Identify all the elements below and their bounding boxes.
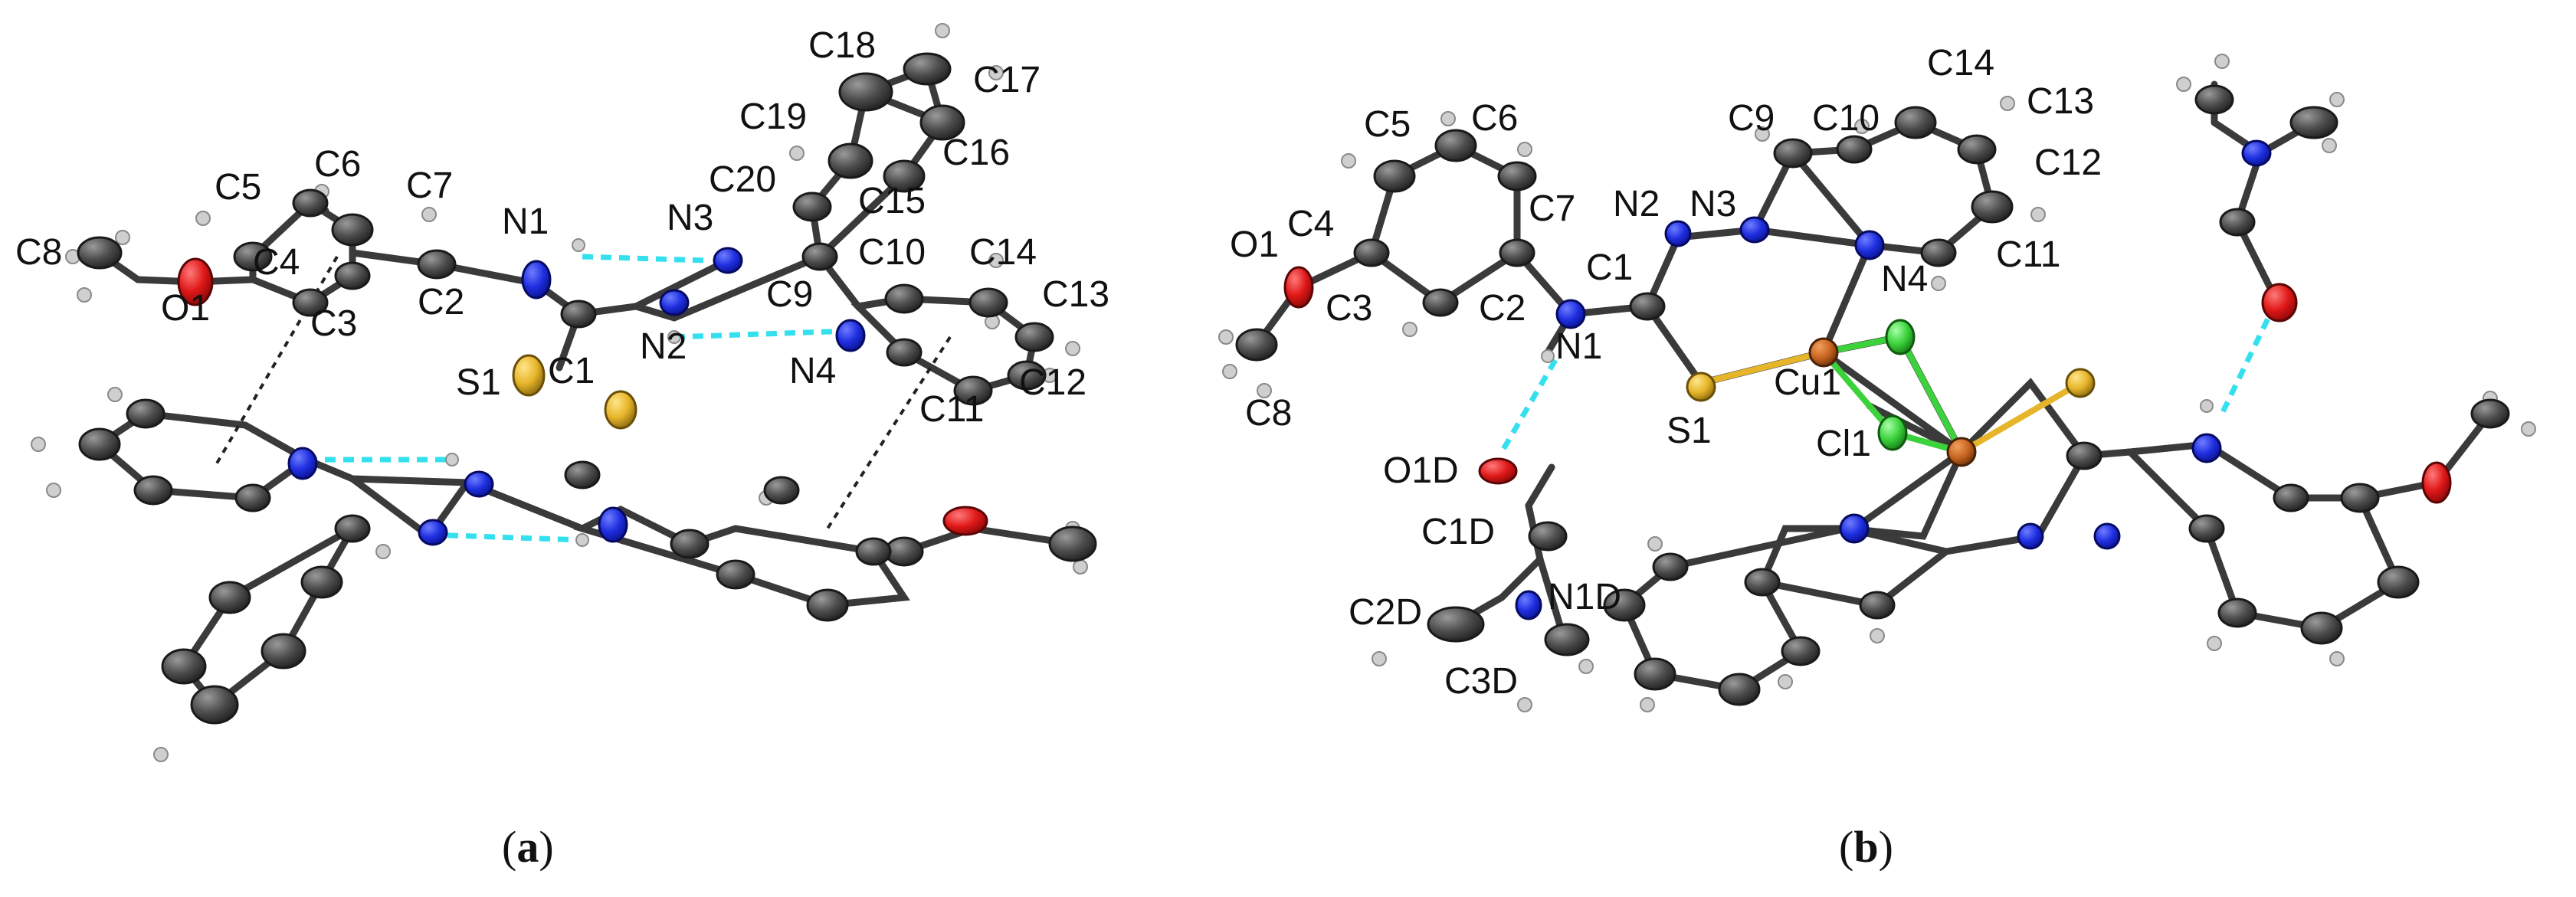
panel-a-carbons bbox=[77, 52, 1097, 725]
panel-b-atom-N-lower-py bbox=[1839, 513, 1870, 544]
label-C11: C11 bbox=[1996, 234, 2061, 275]
label-C15: C15 bbox=[858, 181, 926, 221]
panel-b-atom-N1D bbox=[1515, 590, 1542, 620]
label-C1: C1 bbox=[1586, 247, 1633, 288]
panel-a-atom-N-lower-c bbox=[598, 506, 628, 543]
label-C6: C6 bbox=[1471, 98, 1518, 139]
panel-a-caption: (a) bbox=[502, 822, 554, 872]
label-C14: C14 bbox=[969, 232, 1037, 273]
label-N2: N2 bbox=[1613, 184, 1660, 224]
panel-b-atom-N3 bbox=[1739, 216, 1770, 244]
label-N4: N4 bbox=[1881, 259, 1928, 300]
panel-a-oxygen-lower bbox=[942, 506, 988, 536]
panel-a-atom-N2 bbox=[659, 289, 690, 316]
panel-a-atom-N-lower-b bbox=[418, 519, 448, 546]
label-C8: C8 bbox=[1245, 393, 1292, 434]
label-C12: C12 bbox=[2034, 142, 2102, 183]
panel-a-atom-N3 bbox=[713, 247, 743, 274]
label-O1: O1 bbox=[1230, 224, 1279, 265]
label-C2D: C2D bbox=[1349, 592, 1422, 633]
panel-a-atom-N-lower-a bbox=[464, 470, 494, 498]
panel-b-atom-Cu-lower bbox=[1946, 437, 1977, 467]
label-C5: C5 bbox=[1364, 104, 1411, 145]
label-C3D: C3D bbox=[1444, 661, 1518, 702]
label-N3: N3 bbox=[667, 198, 713, 238]
label-C9: C9 bbox=[1728, 98, 1775, 139]
label-C3: C3 bbox=[310, 303, 357, 344]
panel-b-atom-N-lower-b bbox=[2093, 522, 2121, 550]
label-C8: C8 bbox=[15, 232, 62, 273]
panel-b-atom-O-right bbox=[2261, 283, 2298, 322]
panel-a-labels: C18 C17 C19 C16 C5 C6 C7 C20 C15 N1 N3 C… bbox=[15, 25, 1109, 430]
panel-b-caption: (b) bbox=[1839, 822, 1893, 872]
label-C19: C19 bbox=[739, 97, 807, 137]
panel-b-atom-N-lower-c bbox=[2191, 433, 2222, 463]
label-C13: C13 bbox=[2027, 81, 2094, 122]
panel-b-atom-N2 bbox=[1664, 220, 1692, 247]
panel-b-labels: C5 C6 C14 C13 C9 C10 C12 C4 N2 N3 O1 C7 … bbox=[1230, 43, 2102, 702]
label-N1D: N1D bbox=[1548, 577, 1621, 617]
panel-a-atom-S1 bbox=[512, 354, 546, 397]
panel-b-carbons bbox=[1235, 84, 2510, 706]
panel-b-atom-O-methoxy bbox=[2421, 461, 2452, 504]
label-C1: C1 bbox=[548, 351, 595, 391]
label-Cl1: Cl1 bbox=[1816, 424, 1871, 464]
label-N4: N4 bbox=[789, 351, 836, 391]
panel-b-atom-N-dmf-right bbox=[2241, 139, 2272, 167]
label-N1: N1 bbox=[1555, 326, 1602, 367]
panel-b-atom-Cl-upper bbox=[1885, 319, 1916, 355]
label-C2: C2 bbox=[1479, 288, 1526, 329]
panel-b-atom-Cl1 bbox=[1877, 414, 1908, 451]
label-O1: O1 bbox=[161, 288, 210, 329]
label-C1D: C1D bbox=[1421, 512, 1495, 552]
label-C3: C3 bbox=[1326, 288, 1372, 329]
label-C9: C9 bbox=[766, 274, 813, 315]
label-Cu1: Cu1 bbox=[1774, 362, 1841, 403]
panel-a-atom-S-lower bbox=[604, 390, 637, 430]
label-C18: C18 bbox=[808, 25, 876, 66]
panel-a-oxygen-upper bbox=[177, 257, 214, 306]
panel-b-atom-N4 bbox=[1854, 230, 1885, 260]
label-C7: C7 bbox=[406, 165, 453, 206]
panel-b-atom-S-lower bbox=[2065, 368, 2096, 398]
label-C10: C10 bbox=[858, 232, 926, 273]
panel-a: C18 C17 C19 C16 C5 C6 C7 C20 C15 N1 N3 C… bbox=[15, 23, 1109, 872]
label-C20: C20 bbox=[709, 159, 776, 200]
panel-b-atom-O1 bbox=[1283, 266, 1314, 309]
panel-b-atom-O1D bbox=[1478, 457, 1518, 485]
label-C6: C6 bbox=[314, 144, 361, 185]
panel-a-atom-N1 bbox=[521, 260, 552, 300]
label-C4: C4 bbox=[253, 242, 300, 283]
label-C7: C7 bbox=[1529, 188, 1575, 229]
label-C10: C10 bbox=[1812, 98, 1880, 139]
panel-b-interactions bbox=[1499, 301, 2279, 453]
label-C13: C13 bbox=[1042, 274, 1109, 315]
label-O1D: O1D bbox=[1383, 450, 1459, 491]
panel-b-hydrogens bbox=[1218, 54, 2536, 712]
label-C16: C16 bbox=[942, 133, 1010, 173]
panel-b-atom-N1 bbox=[1555, 299, 1586, 329]
label-C14: C14 bbox=[1927, 43, 1994, 83]
label-C2: C2 bbox=[418, 282, 464, 322]
label-C17: C17 bbox=[973, 60, 1041, 100]
panel-b-atom-Cu1 bbox=[1808, 337, 1839, 368]
label-C12: C12 bbox=[1019, 362, 1086, 403]
label-N2: N2 bbox=[640, 326, 687, 367]
panel-a-atom-N4 bbox=[835, 319, 866, 352]
label-S1: S1 bbox=[1667, 411, 1712, 451]
panel-b-atom-S1 bbox=[1686, 372, 1716, 402]
label-C5: C5 bbox=[215, 167, 261, 208]
label-N3: N3 bbox=[1689, 184, 1736, 224]
panel-a-atom-N-lower-py bbox=[287, 447, 318, 480]
panel-b: C5 C6 C14 C13 C9 C10 C12 C4 N2 N3 O1 C7 … bbox=[1218, 43, 2536, 872]
panel-b-atom-N-lower-a bbox=[2017, 522, 2044, 550]
label-S1: S1 bbox=[456, 362, 501, 403]
label-N1: N1 bbox=[502, 201, 549, 242]
label-C4: C4 bbox=[1287, 204, 1334, 244]
label-C11: C11 bbox=[919, 389, 985, 430]
